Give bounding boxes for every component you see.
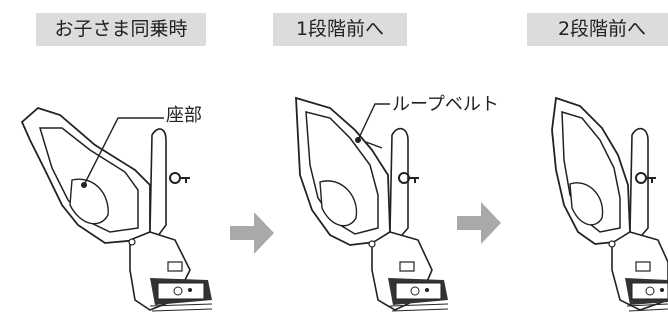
- callout-seat: 座部: [166, 105, 202, 126]
- callout-loop-belt: ループベルト: [392, 94, 499, 115]
- seat-illustration-two-steps: [551, 96, 668, 312]
- arrow-right-1: [230, 212, 274, 254]
- seat-illustration-riding: [20, 106, 213, 312]
- step-label-riding: お子さま同乗時: [36, 13, 206, 46]
- seat-illustration-one-step: [295, 96, 449, 312]
- step-label-one-step-forward: 1段階前へ: [273, 13, 407, 46]
- arrow-right-2: [457, 202, 501, 244]
- step-label-two-steps-forward: 2段階前へ: [527, 13, 668, 46]
